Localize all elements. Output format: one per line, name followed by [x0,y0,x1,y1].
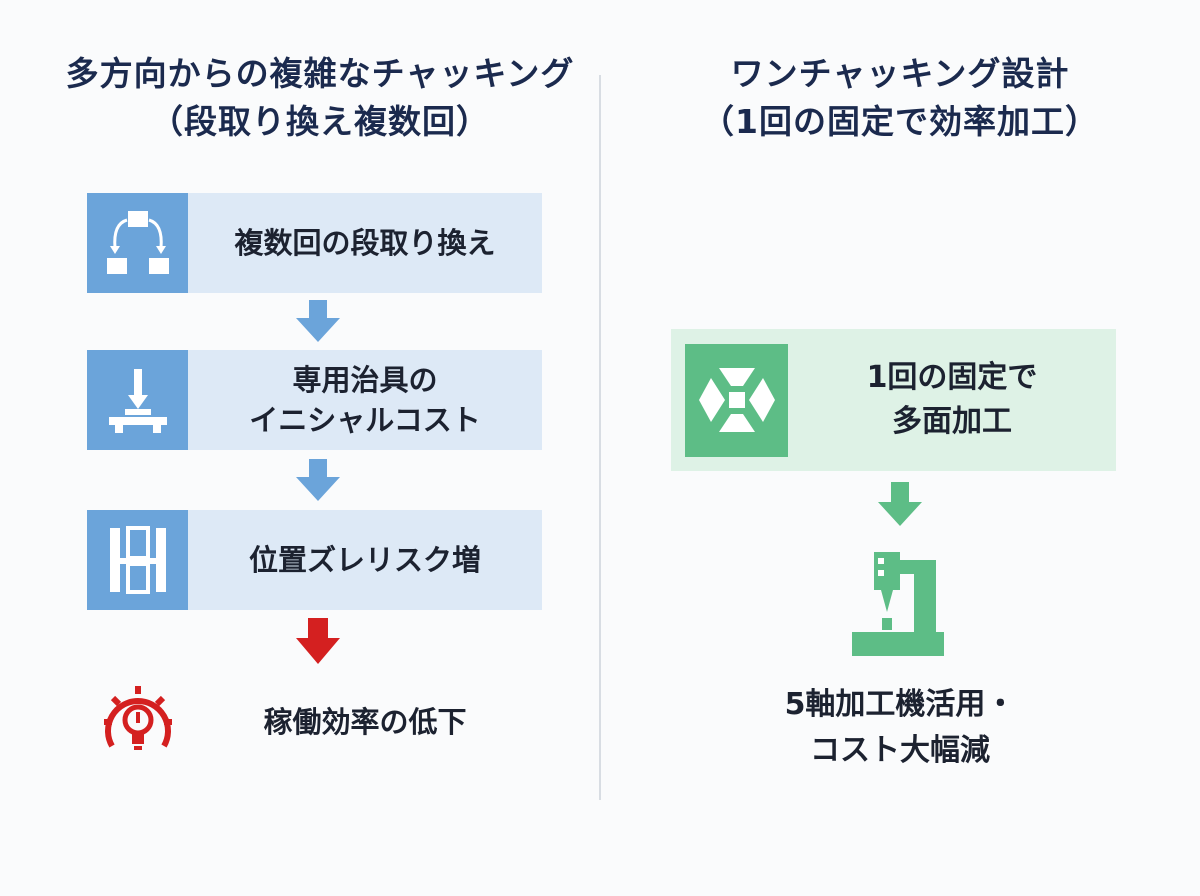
down-arrow-icon [878,482,922,526]
left-step-2-line2: イニシャルコスト [249,403,481,437]
left-step-multiple-setups: 複数回の段取り換え [87,193,542,293]
right-title: ワンチャッキング設計 （1回の固定で効率加工） [620,50,1180,146]
left-title-line1: 多方向からの複雑なチャッキング [65,54,575,93]
column-divider [599,75,601,800]
right-result-line1: 5軸加工機活用・ [784,687,1016,722]
left-step-icon-box [87,350,188,450]
left-title: 多方向からの複雑なチャッキング （段取り換え複数回） [30,50,610,146]
right-step-label: 1回の固定で 多面加工 [788,356,1116,444]
cnc-machine-icon [852,552,944,656]
right-step-icon-box [685,343,788,457]
left-result-efficiency-drop: 稼働効率の低下 [87,680,542,760]
right-title-line2: （1回の固定で効率加工） [701,102,1099,141]
right-title-line1: ワンチャッキング設計 [730,54,1070,93]
left-step-misalignment-risk: 位置ズレリスク増 [87,510,542,610]
left-step-initial-cost: 専用治具の イニシャルコスト [87,350,542,450]
down-arrow-alert-icon [296,618,340,664]
press-fixture-icon [108,369,167,433]
left-step-1-line1: 複数回の段取り換え [234,226,496,260]
right-step-line2: 多面加工 [892,404,1012,439]
left-step-label: 専用治具の イニシャルコスト [188,360,542,440]
left-result-label: 稼働効率の低下 [263,705,467,739]
left-step-2-line1: 専用治具の [292,363,438,397]
left-step-label: 複数回の段取り換え [188,223,542,263]
down-arrow-icon [296,300,340,342]
left-step-3-line1: 位置ズレリスク増 [248,543,481,577]
misalignment-bars-icon [109,526,166,594]
workflow-branch-icon [106,211,169,274]
left-title-line2: （段取り換え複数回） [150,102,490,141]
left-step-icon-box [87,193,188,293]
cube-faces-icon [698,368,775,432]
left-step-label: 位置ズレリスク増 [188,540,542,580]
right-step-single-fixture: 1回の固定で 多面加工 [671,329,1116,471]
right-step-line1: 1回の固定で [866,360,1038,395]
right-result-line2: コスト大幅減 [810,733,990,768]
efficiency-warning-icon [103,686,172,750]
down-arrow-icon [296,459,340,501]
right-result-cost-reduction: 5軸加工機活用・ コスト大幅減 [700,682,1100,774]
left-step-icon-box [87,510,188,610]
